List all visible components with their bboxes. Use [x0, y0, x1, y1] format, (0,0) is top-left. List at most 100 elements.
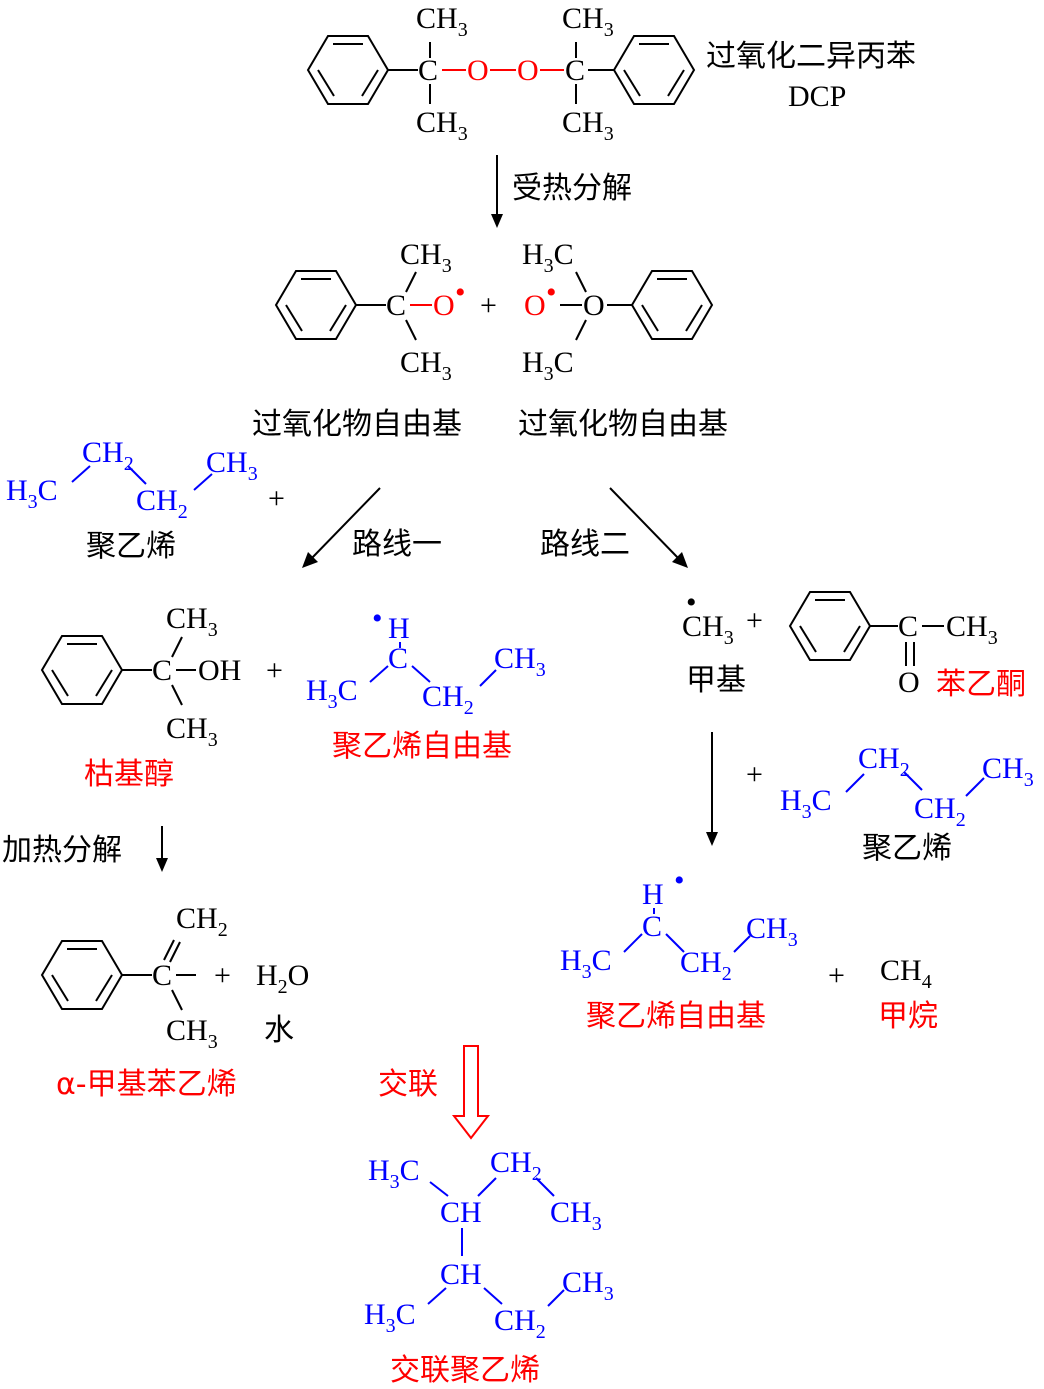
benzene-ring-right: [612, 35, 696, 105]
xl-ch2-top: CH2: [490, 1146, 542, 1185]
xl-ch2-bottom: CH2: [494, 1304, 546, 1343]
dcp-ch3-bottom-left: CH3: [416, 106, 468, 145]
pe-radical-left-h3c: H3C: [306, 674, 358, 713]
peroxide-radical-left: C CH3 CH3 O •: [274, 238, 466, 385]
ams-c: C: [152, 959, 172, 992]
pe-radical-left-c: C: [388, 642, 408, 675]
acetophenone-c: C: [898, 610, 918, 643]
dcp-oxygen-1: O: [467, 54, 489, 87]
crosslink-arrow: [451, 1045, 491, 1140]
cumyl-alcohol-label: 枯基醇: [84, 757, 174, 792]
cumyl-c: C: [152, 654, 172, 687]
cumyl-ch3-bottom: CH3: [166, 712, 218, 751]
radical-left-ch3-top: CH3: [400, 238, 452, 277]
cumyl-ch3-top: CH3: [166, 602, 218, 641]
pe-radical-right-dot: •: [674, 864, 685, 897]
pe-radical-right-c: C: [642, 910, 662, 943]
radical-right-o2: O: [583, 289, 605, 322]
radical-right-h3c-top: H3C: [522, 238, 574, 277]
radical-right-dot: •: [546, 276, 557, 309]
dcp-c1: C: [418, 54, 438, 87]
radical-right-h3c-bottom: H3C: [522, 346, 574, 385]
plus-pe-right: +: [746, 758, 763, 791]
dcp-abbr-label: DCP: [788, 80, 846, 113]
xl-ch3-bottom: CH3: [562, 1266, 614, 1305]
polyethylene-right-label: 聚乙烯: [862, 831, 952, 866]
radical-left-dot: •: [455, 276, 466, 309]
pe-radical-right: H • C H3C CH2 CH3: [560, 864, 798, 985]
pe-radical-right-h: H: [642, 878, 664, 911]
dcp-oxygen-2: O: [517, 54, 539, 87]
benzene-ring-left-inner: [317, 43, 379, 97]
pe-top-h3c: H3C: [6, 474, 58, 513]
cumyl-oh: OH: [198, 654, 241, 687]
pe-right-ch2-2: CH2: [914, 792, 966, 831]
water-formula: H2O: [256, 959, 309, 998]
xl-ch3-top: CH3: [550, 1196, 602, 1235]
pe-radical-left-h: H: [388, 612, 410, 645]
plus-route-one: +: [266, 654, 283, 687]
xl-ch-bottom: CH: [440, 1258, 482, 1291]
polyethylene-right: H3C CH2 CH2 CH3: [780, 742, 1034, 831]
pe-radical-left-dot: •: [372, 602, 383, 635]
pe-top-ch2-1: CH2: [82, 436, 134, 475]
route-one-label: 路线一: [352, 527, 442, 562]
polyethylene-top-label: 聚乙烯: [86, 529, 176, 564]
radical-left-oxygen: O: [433, 289, 455, 322]
ams-ch3: CH3: [166, 1014, 218, 1053]
crosslinked-polyethylene: H3C CH CH2 CH3 CH H3C CH2 CH3: [364, 1146, 614, 1343]
methyl-radical: CH3: [682, 610, 734, 649]
dcp-name-label: 过氧化二异丙苯: [706, 39, 916, 74]
methane-formula: CH4: [880, 954, 932, 993]
ams-ch2: CH2: [176, 902, 228, 941]
pe-right-h3c: H3C: [780, 784, 832, 823]
dcp-ch3-top-right: CH3: [562, 2, 614, 41]
crosslinked-pe-label: 交联聚乙烯: [390, 1353, 540, 1388]
heat-decompose-label: 受热分解: [512, 171, 632, 206]
alpha-methylstyrene: C CH2 CH3: [40, 902, 228, 1053]
pe-radical-left-label: 聚乙烯自由基: [332, 729, 512, 764]
xl-ch-top: CH: [440, 1196, 482, 1229]
acetophenone-label: 苯乙酮: [936, 667, 1026, 702]
arrow-route-two: [609, 487, 681, 561]
polyethylene-top: H3C CH2 CH2 CH3: [6, 436, 258, 523]
benzene-ring-left: [306, 35, 390, 105]
plus-methane: +: [828, 959, 845, 992]
dcp-c2: C: [565, 54, 585, 87]
xl-h3c-top: H3C: [368, 1154, 420, 1193]
route-two-label: 路线二: [540, 527, 630, 562]
methane-label: 甲烷: [878, 999, 938, 1034]
plus-methyl: +: [746, 604, 763, 637]
crosslink-label: 交联: [378, 1067, 438, 1102]
acetophenone-ch3: CH3: [946, 610, 998, 649]
peroxide-radical-right: H3C H3C O • O: [522, 238, 714, 385]
pe-top-ch3: CH3: [206, 446, 258, 485]
pe-right-ch2-1: CH2: [858, 742, 910, 781]
acetophenone-o: O: [898, 666, 920, 699]
plus-pe-top: +: [268, 482, 285, 515]
xl-h3c-bottom: H3C: [364, 1298, 416, 1337]
water-label: 水: [264, 1013, 294, 1048]
radical-right-oxygen: O: [524, 289, 546, 322]
pe-radical-right-ch3: CH3: [746, 912, 798, 951]
radical-left-ch3-bottom: CH3: [400, 346, 452, 385]
pe-radical-left-ch2: CH2: [422, 680, 474, 719]
heating-decompose-label: 加热分解: [2, 833, 122, 868]
methyl-radical-dot: •: [686, 586, 697, 619]
pe-radical-left-ch3: CH3: [494, 642, 546, 681]
dcp-molecule: C CH3 CH3 O O C CH3 CH3: [306, 2, 696, 145]
pe-radical-right-h3c: H3C: [560, 944, 612, 983]
benzene-ring-right-inner: [623, 43, 685, 97]
pe-top-ch2-2: CH2: [136, 484, 188, 523]
peroxide-radical-label-2: 过氧化物自由基: [518, 407, 728, 442]
alpha-methylstyrene-label: α-甲基苯乙烯: [56, 1067, 237, 1102]
pe-right-ch3: CH3: [982, 752, 1034, 791]
acetophenone: C CH3 O: [788, 591, 998, 699]
pe-radical-right-label: 聚乙烯自由基: [586, 999, 766, 1034]
pe-radical-right-ch2: CH2: [680, 946, 732, 985]
pe-radical-left: • H C H3C CH2 CH3: [306, 602, 546, 719]
dcp-ch3-top-left: CH3: [416, 2, 468, 41]
plus-sign: +: [480, 289, 497, 322]
arrow-route-one: [309, 487, 381, 561]
